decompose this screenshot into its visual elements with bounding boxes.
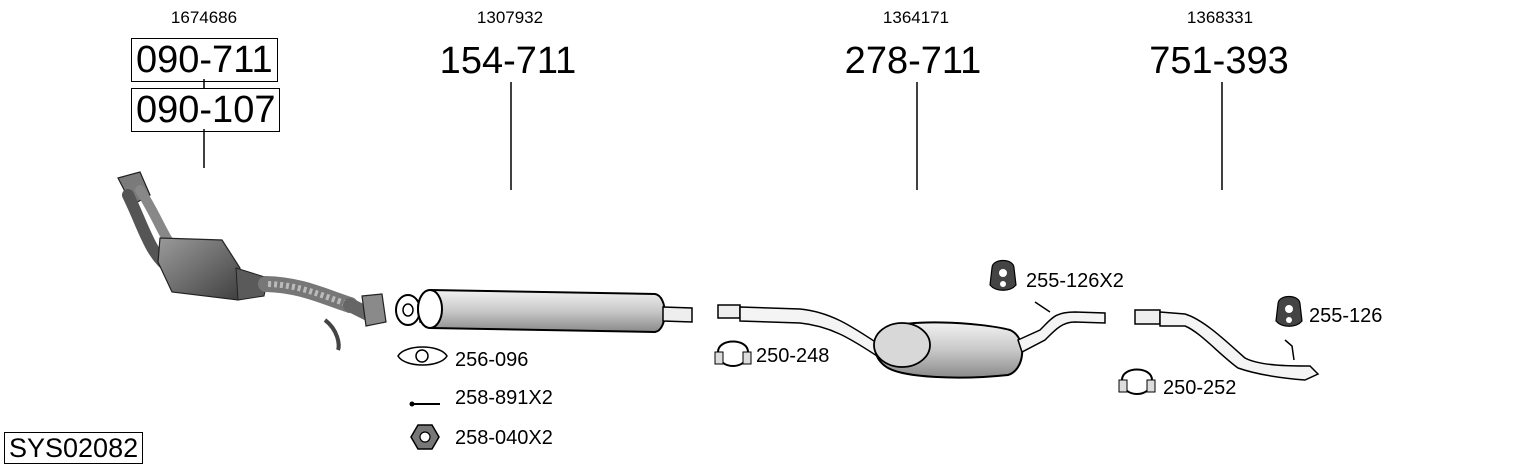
bolt-icon bbox=[409, 401, 440, 407]
oem-number-1: 1674686 bbox=[170, 8, 238, 27]
hanger-icon-rear bbox=[1275, 295, 1303, 327]
hanger-rear-label: 255-126 bbox=[1309, 305, 1383, 327]
part-number-154-711: 154-711 bbox=[439, 40, 577, 82]
gasket-label: 256-096 bbox=[455, 349, 529, 371]
oem-number-4: 1368331 bbox=[1186, 8, 1254, 27]
clamp-front-label: 250-248 bbox=[756, 345, 830, 367]
oem-number-3: 1364171 bbox=[882, 8, 950, 27]
part-number-090-711: 090-711 bbox=[131, 38, 278, 82]
front-pipe-catalyst bbox=[117, 171, 387, 351]
leader-lines bbox=[203, 79, 1223, 190]
part-number-278-711: 278-711 bbox=[844, 40, 982, 82]
hanger-middle-label: 255-126X2 bbox=[1026, 270, 1124, 292]
bolt-label: 258-891X2 bbox=[455, 387, 553, 409]
part-number-751-393: 751-393 bbox=[1149, 40, 1289, 82]
clamp-icon-rear bbox=[1118, 368, 1156, 396]
gasket-icon bbox=[397, 346, 448, 366]
oem-number-2: 1307932 bbox=[476, 8, 544, 27]
middle-silencer bbox=[717, 301, 1106, 379]
nut-label: 258-040X2 bbox=[455, 427, 553, 449]
nut-icon bbox=[410, 424, 440, 450]
rear-pipe bbox=[1134, 309, 1320, 381]
clamp-rear-label: 250-252 bbox=[1163, 377, 1237, 399]
clamp-icon-front bbox=[714, 340, 752, 368]
front-silencer bbox=[395, 288, 693, 334]
part-number-090-107: 090-107 bbox=[131, 88, 281, 132]
hanger-icon-middle bbox=[989, 259, 1017, 291]
system-code: SYS02082 bbox=[4, 432, 144, 465]
